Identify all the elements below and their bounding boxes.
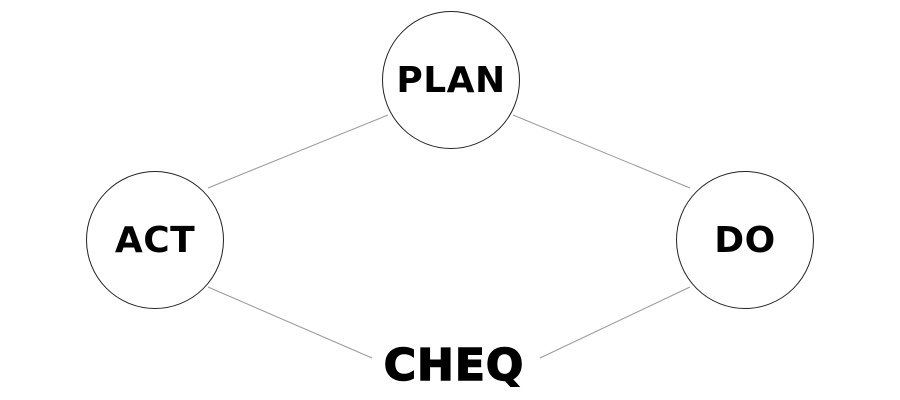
do-node: DO	[676, 171, 814, 309]
act-label: ACT	[114, 219, 196, 261]
cheq-logo: CHEQ	[383, 339, 525, 392]
connector-plan-do	[512, 114, 691, 189]
plan-label: PLAN	[396, 59, 506, 101]
connector-plan-act	[207, 114, 389, 189]
connector-do-check	[539, 286, 691, 359]
act-node: ACT	[86, 171, 224, 309]
connector-act-check	[207, 286, 373, 359]
do-label: DO	[714, 219, 776, 261]
plan-node: PLAN	[382, 11, 520, 149]
